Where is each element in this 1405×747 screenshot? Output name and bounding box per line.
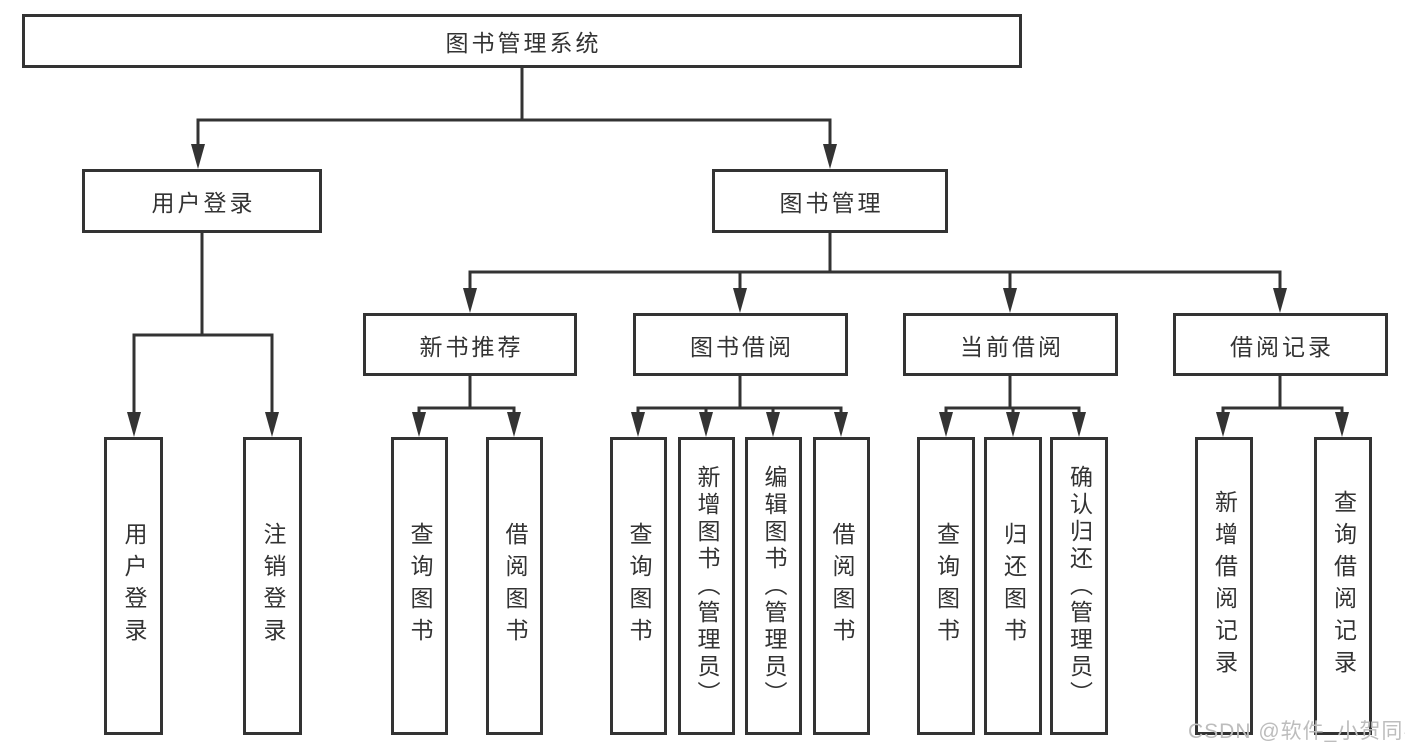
arrowhead-icon <box>766 412 780 437</box>
leaf-borrow-books-recommend: 借阅图书 <box>486 437 543 735</box>
leaf-add-borrow-record: 新增借阅记录 <box>1195 437 1253 735</box>
branch-book-management <box>463 232 1287 313</box>
leaf-borrow-books-borrow: 借阅图书 <box>813 437 870 735</box>
leaf-query-books-recommend: 查询图书 <box>391 437 448 735</box>
node-book-borrow: 图书借阅 <box>633 313 848 376</box>
arrowhead-icon <box>834 412 848 437</box>
arrowhead-icon <box>191 144 205 169</box>
leaf-query-books-current: 查询图书 <box>917 437 975 735</box>
arrowhead-icon <box>463 288 477 313</box>
arrowhead-icon <box>507 412 521 437</box>
node-root: 图书管理系统 <box>22 14 1022 68</box>
arrowhead-icon <box>699 412 713 437</box>
branch-root <box>191 68 837 169</box>
leaf-query-books-borrow: 查询图书 <box>610 437 667 735</box>
arrowhead-icon <box>1216 412 1230 437</box>
leaf-logout: 注销登录 <box>243 437 302 735</box>
arrowhead-icon <box>939 412 953 437</box>
branch-new-book-recommend <box>412 376 521 437</box>
leaf-edit-book-admin: 编辑图书（管理员） <box>745 437 802 735</box>
leaf-return-book: 归还图书 <box>984 437 1042 735</box>
branch-book-borrow <box>631 376 848 437</box>
arrowhead-icon <box>1072 412 1086 437</box>
arrowhead-icon <box>1003 288 1017 313</box>
arrowhead-icon <box>823 144 837 169</box>
leaf-user-login: 用户登录 <box>104 437 163 735</box>
branch-current-borrow <box>939 376 1086 437</box>
leaf-query-borrow-record: 查询借阅记录 <box>1314 437 1372 735</box>
arrowhead-icon <box>1335 412 1349 437</box>
csdn-watermark: CSDN @软件_小贺同学 <box>1188 720 1405 743</box>
node-current-borrow: 当前借阅 <box>903 313 1118 376</box>
leaf-add-book-admin: 新增图书（管理员） <box>678 437 735 735</box>
leaf-confirm-return-admin: 确认归还（管理员） <box>1050 437 1108 735</box>
node-user-login: 用户登录 <box>82 169 322 233</box>
arrowhead-icon <box>1273 288 1287 313</box>
node-new-book-recommend: 新书推荐 <box>363 313 577 376</box>
arrowhead-icon <box>631 412 645 437</box>
node-book-management: 图书管理 <box>712 169 948 233</box>
arrowhead-icon <box>412 412 426 437</box>
branch-borrow-records <box>1216 376 1349 437</box>
arrowhead-icon <box>265 412 279 437</box>
arrowhead-icon <box>1006 412 1020 437</box>
arrowhead-icon <box>733 288 747 313</box>
node-borrow-records: 借阅记录 <box>1173 313 1388 376</box>
arrowhead-icon <box>127 412 141 437</box>
branch-user-login <box>127 232 279 437</box>
